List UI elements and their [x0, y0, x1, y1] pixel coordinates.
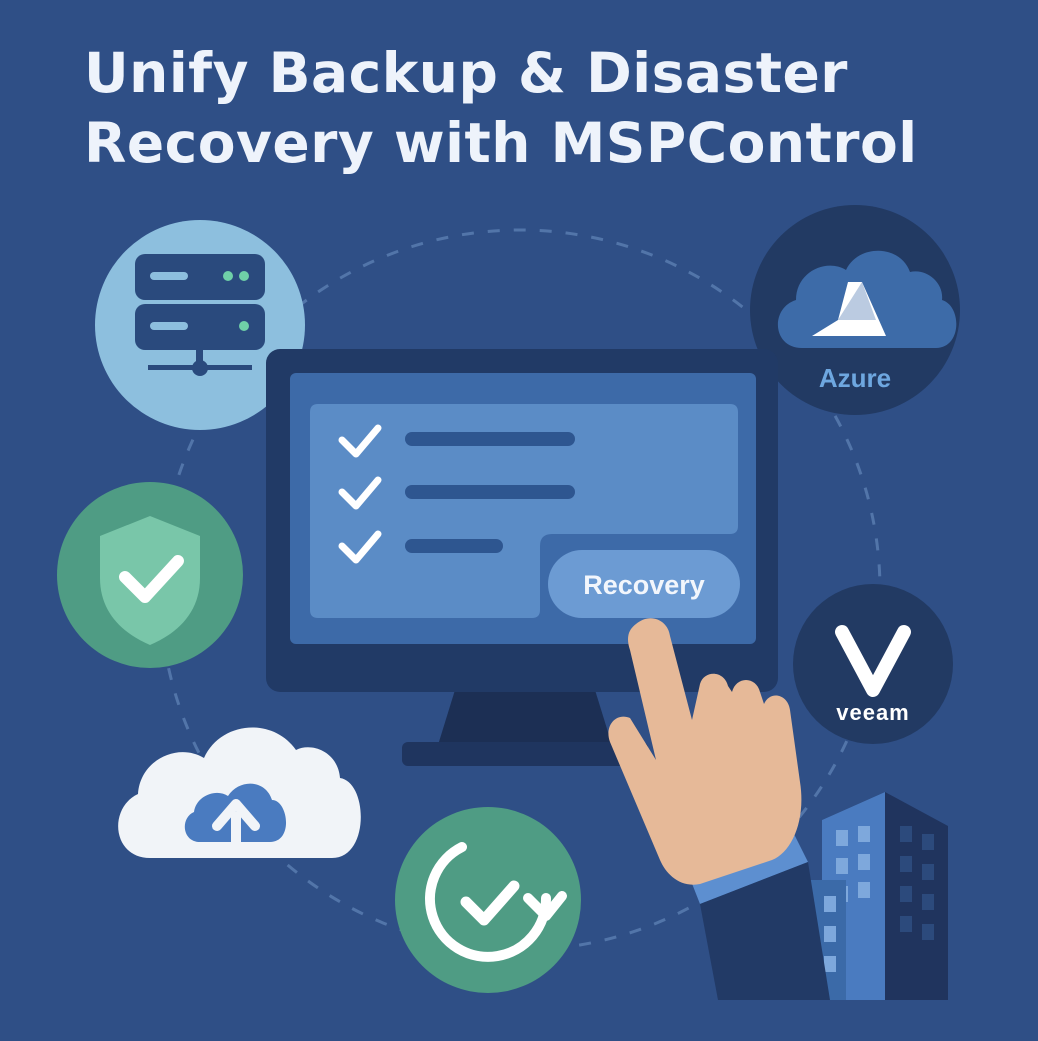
check-icon: [338, 530, 382, 564]
veeam-badge: veeam: [793, 584, 953, 744]
cloud-upload-icon: [118, 727, 361, 858]
monitor: Recovery: [266, 349, 778, 766]
azure-badge: Azure: [750, 205, 960, 415]
azure-logo-icon: [812, 282, 886, 336]
veeam-label: veeam: [836, 700, 910, 725]
azure-label: Azure: [819, 363, 891, 393]
check-icon: [338, 424, 382, 458]
shield-check-icon: [57, 482, 243, 668]
checklist-line: [405, 485, 575, 499]
title-line-2: Recovery with MSPControl: [84, 111, 918, 175]
checklist: [338, 424, 575, 564]
pointing-hand-icon: [608, 618, 830, 1000]
sleeve: [700, 862, 830, 1000]
recovery-button-label: Recovery: [583, 570, 705, 600]
server-icon: [95, 220, 305, 430]
check-icon: [338, 476, 382, 510]
veeam-logo-icon: [835, 625, 911, 697]
hand-shape: [608, 618, 802, 885]
checklist-panel: [310, 404, 738, 618]
monitor-base: [402, 742, 648, 766]
sync-check-icon: [395, 807, 581, 993]
page-title: Unify Backup & Disaster Recovery with MS…: [84, 38, 984, 178]
recovery-button[interactable]: Recovery: [548, 550, 740, 618]
checklist-line: [405, 432, 575, 446]
checklist-line: [405, 539, 503, 553]
title-line-1: Unify Backup & Disaster: [84, 41, 848, 105]
monitor-stand: [438, 690, 612, 745]
